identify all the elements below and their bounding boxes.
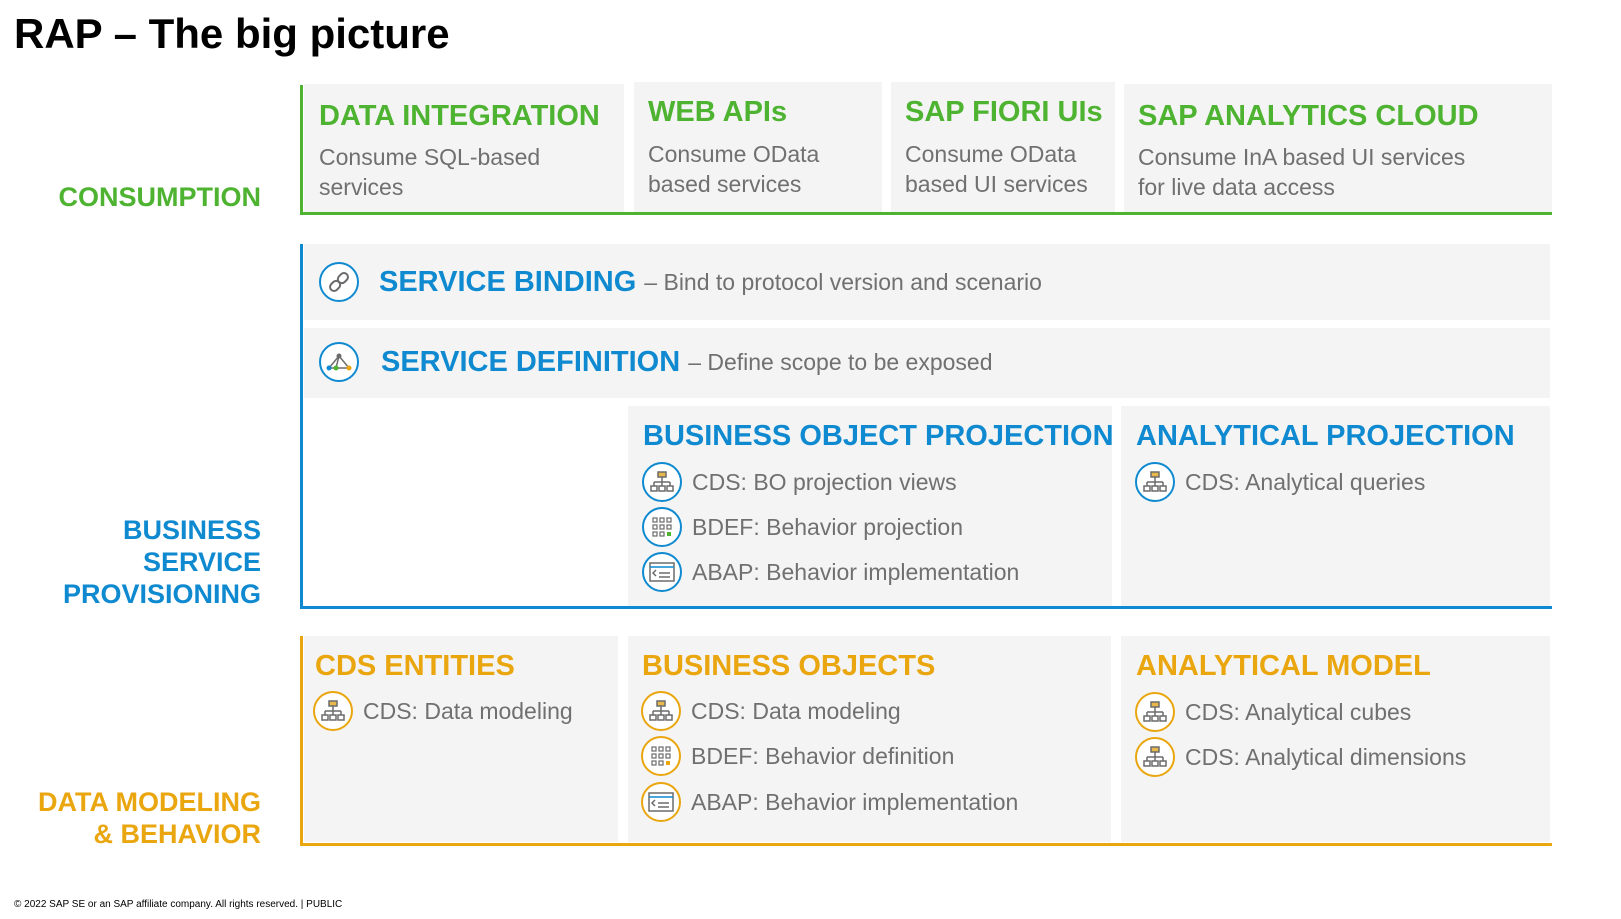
analytical-model-box: ANALYTICAL MODEL CDS: Analytical cubes C… [1121, 636, 1550, 842]
list-item: CDS: Analytical dimensions [1135, 737, 1466, 777]
code-icon [641, 782, 681, 822]
list-item: CDS: Analytical queries [1135, 462, 1425, 502]
bo-projection-box: BUSINESS OBJECT PROJECTION CDS: BO proje… [628, 406, 1114, 606]
layer-label-modeling: DATA MODELING & BEHAVIOR [38, 787, 261, 849]
grid-icon [642, 507, 682, 547]
consumption-bottom-line [300, 212, 1552, 215]
hierarchy-icon [1135, 692, 1175, 732]
list-item: ABAP: Behavior implementation [642, 552, 1019, 592]
provisioning-left-line [300, 244, 303, 609]
service-definition-box: SERVICE DEFINITION – Define scope to be … [304, 328, 1550, 398]
page-title: RAP – The big picture [14, 10, 450, 57]
consumption-box-analytics-cloud: SAP ANALYTICS CLOUD Consume InA based UI… [1124, 84, 1552, 212]
list-item: CDS: Analytical cubes [1135, 692, 1411, 732]
network-icon [319, 342, 359, 382]
service-definition-description: – Define scope to be exposed [688, 348, 993, 375]
layer-label-consumption: CONSUMPTION [58, 182, 262, 212]
service-binding-heading: SERVICE BINDING [379, 265, 637, 298]
modeling-left-line [300, 636, 303, 846]
list-item: BDEF: Behavior definition [641, 736, 954, 776]
service-binding-box: SERVICE BINDING – Bind to protocol versi… [304, 244, 1550, 320]
layer-label-provisioning: BUSINESS SERVICE PROVISIONING [62, 515, 261, 609]
code-icon [642, 552, 682, 592]
list-item: BDEF: Behavior projection [642, 507, 963, 547]
provisioning-bottom-line [300, 606, 1552, 609]
analytical-projection-box: ANALYTICAL PROJECTION CDS: Analytical qu… [1121, 406, 1550, 606]
hierarchy-icon [313, 691, 353, 731]
hierarchy-icon [1135, 462, 1175, 502]
consumption-left-line [300, 85, 303, 215]
link-icon [319, 262, 359, 302]
grid-icon [641, 736, 681, 776]
list-item: CDS: Data modeling [641, 691, 901, 731]
modeling-bottom-line [300, 843, 1552, 846]
hierarchy-icon [641, 691, 681, 731]
service-binding-description: – Bind to protocol version and scenario [644, 268, 1042, 295]
hierarchy-icon [642, 462, 682, 502]
list-item: CDS: BO projection views [642, 462, 957, 502]
service-definition-heading: SERVICE DEFINITION [381, 345, 681, 378]
copyright-footer: © 2022 SAP SE or an SAP affiliate compan… [14, 899, 343, 910]
cds-entities-box: CDS ENTITIES CDS: Data modeling [304, 636, 618, 842]
list-item: CDS: Data modeling [313, 691, 573, 731]
business-objects-box: BUSINESS OBJECTS CDS: Data modeling BDEF… [628, 636, 1111, 842]
list-item: ABAP: Behavior implementation [641, 782, 1018, 822]
hierarchy-icon [1135, 737, 1175, 777]
